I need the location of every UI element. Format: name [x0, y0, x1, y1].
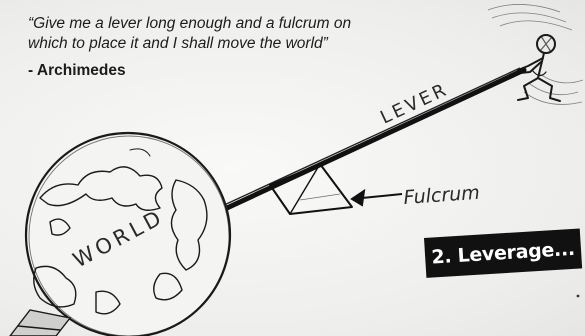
figure-leg: [518, 78, 538, 100]
quote-author: - Archimedes: [28, 62, 126, 80]
motion-lines: [488, 4, 583, 104]
globe-stand: [10, 310, 70, 336]
quote-line-1: “Give me a lever long enough and a fulcr…: [28, 14, 408, 34]
pencil-dot: [577, 295, 580, 298]
quote-line-2: which to place it and I shall move the w…: [28, 34, 408, 54]
archimedes-quote: “Give me a lever long enough and a fulcr…: [28, 14, 408, 54]
fulcrum-arrow: [352, 191, 402, 205]
fulcrum-label: Fulcrum: [403, 182, 481, 209]
